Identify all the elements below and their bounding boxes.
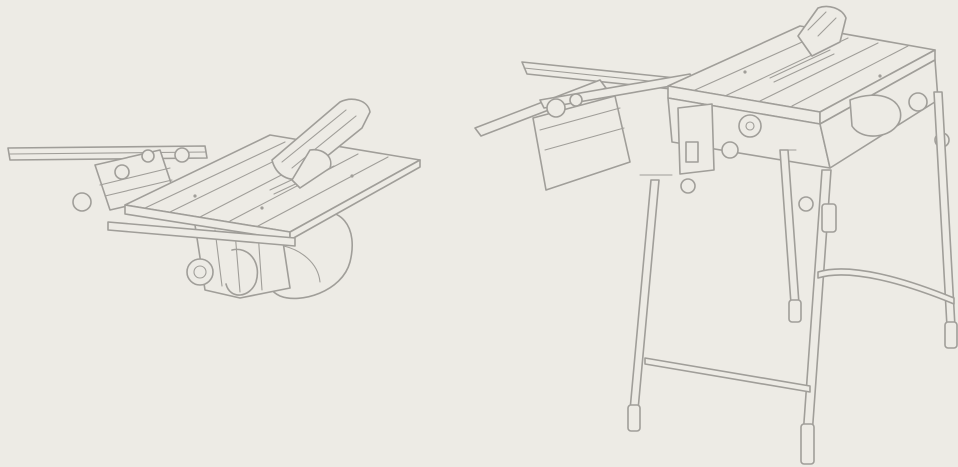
table-saw-on-stand-icon xyxy=(474,5,958,465)
table-saw-benchtop-icon xyxy=(7,98,421,300)
